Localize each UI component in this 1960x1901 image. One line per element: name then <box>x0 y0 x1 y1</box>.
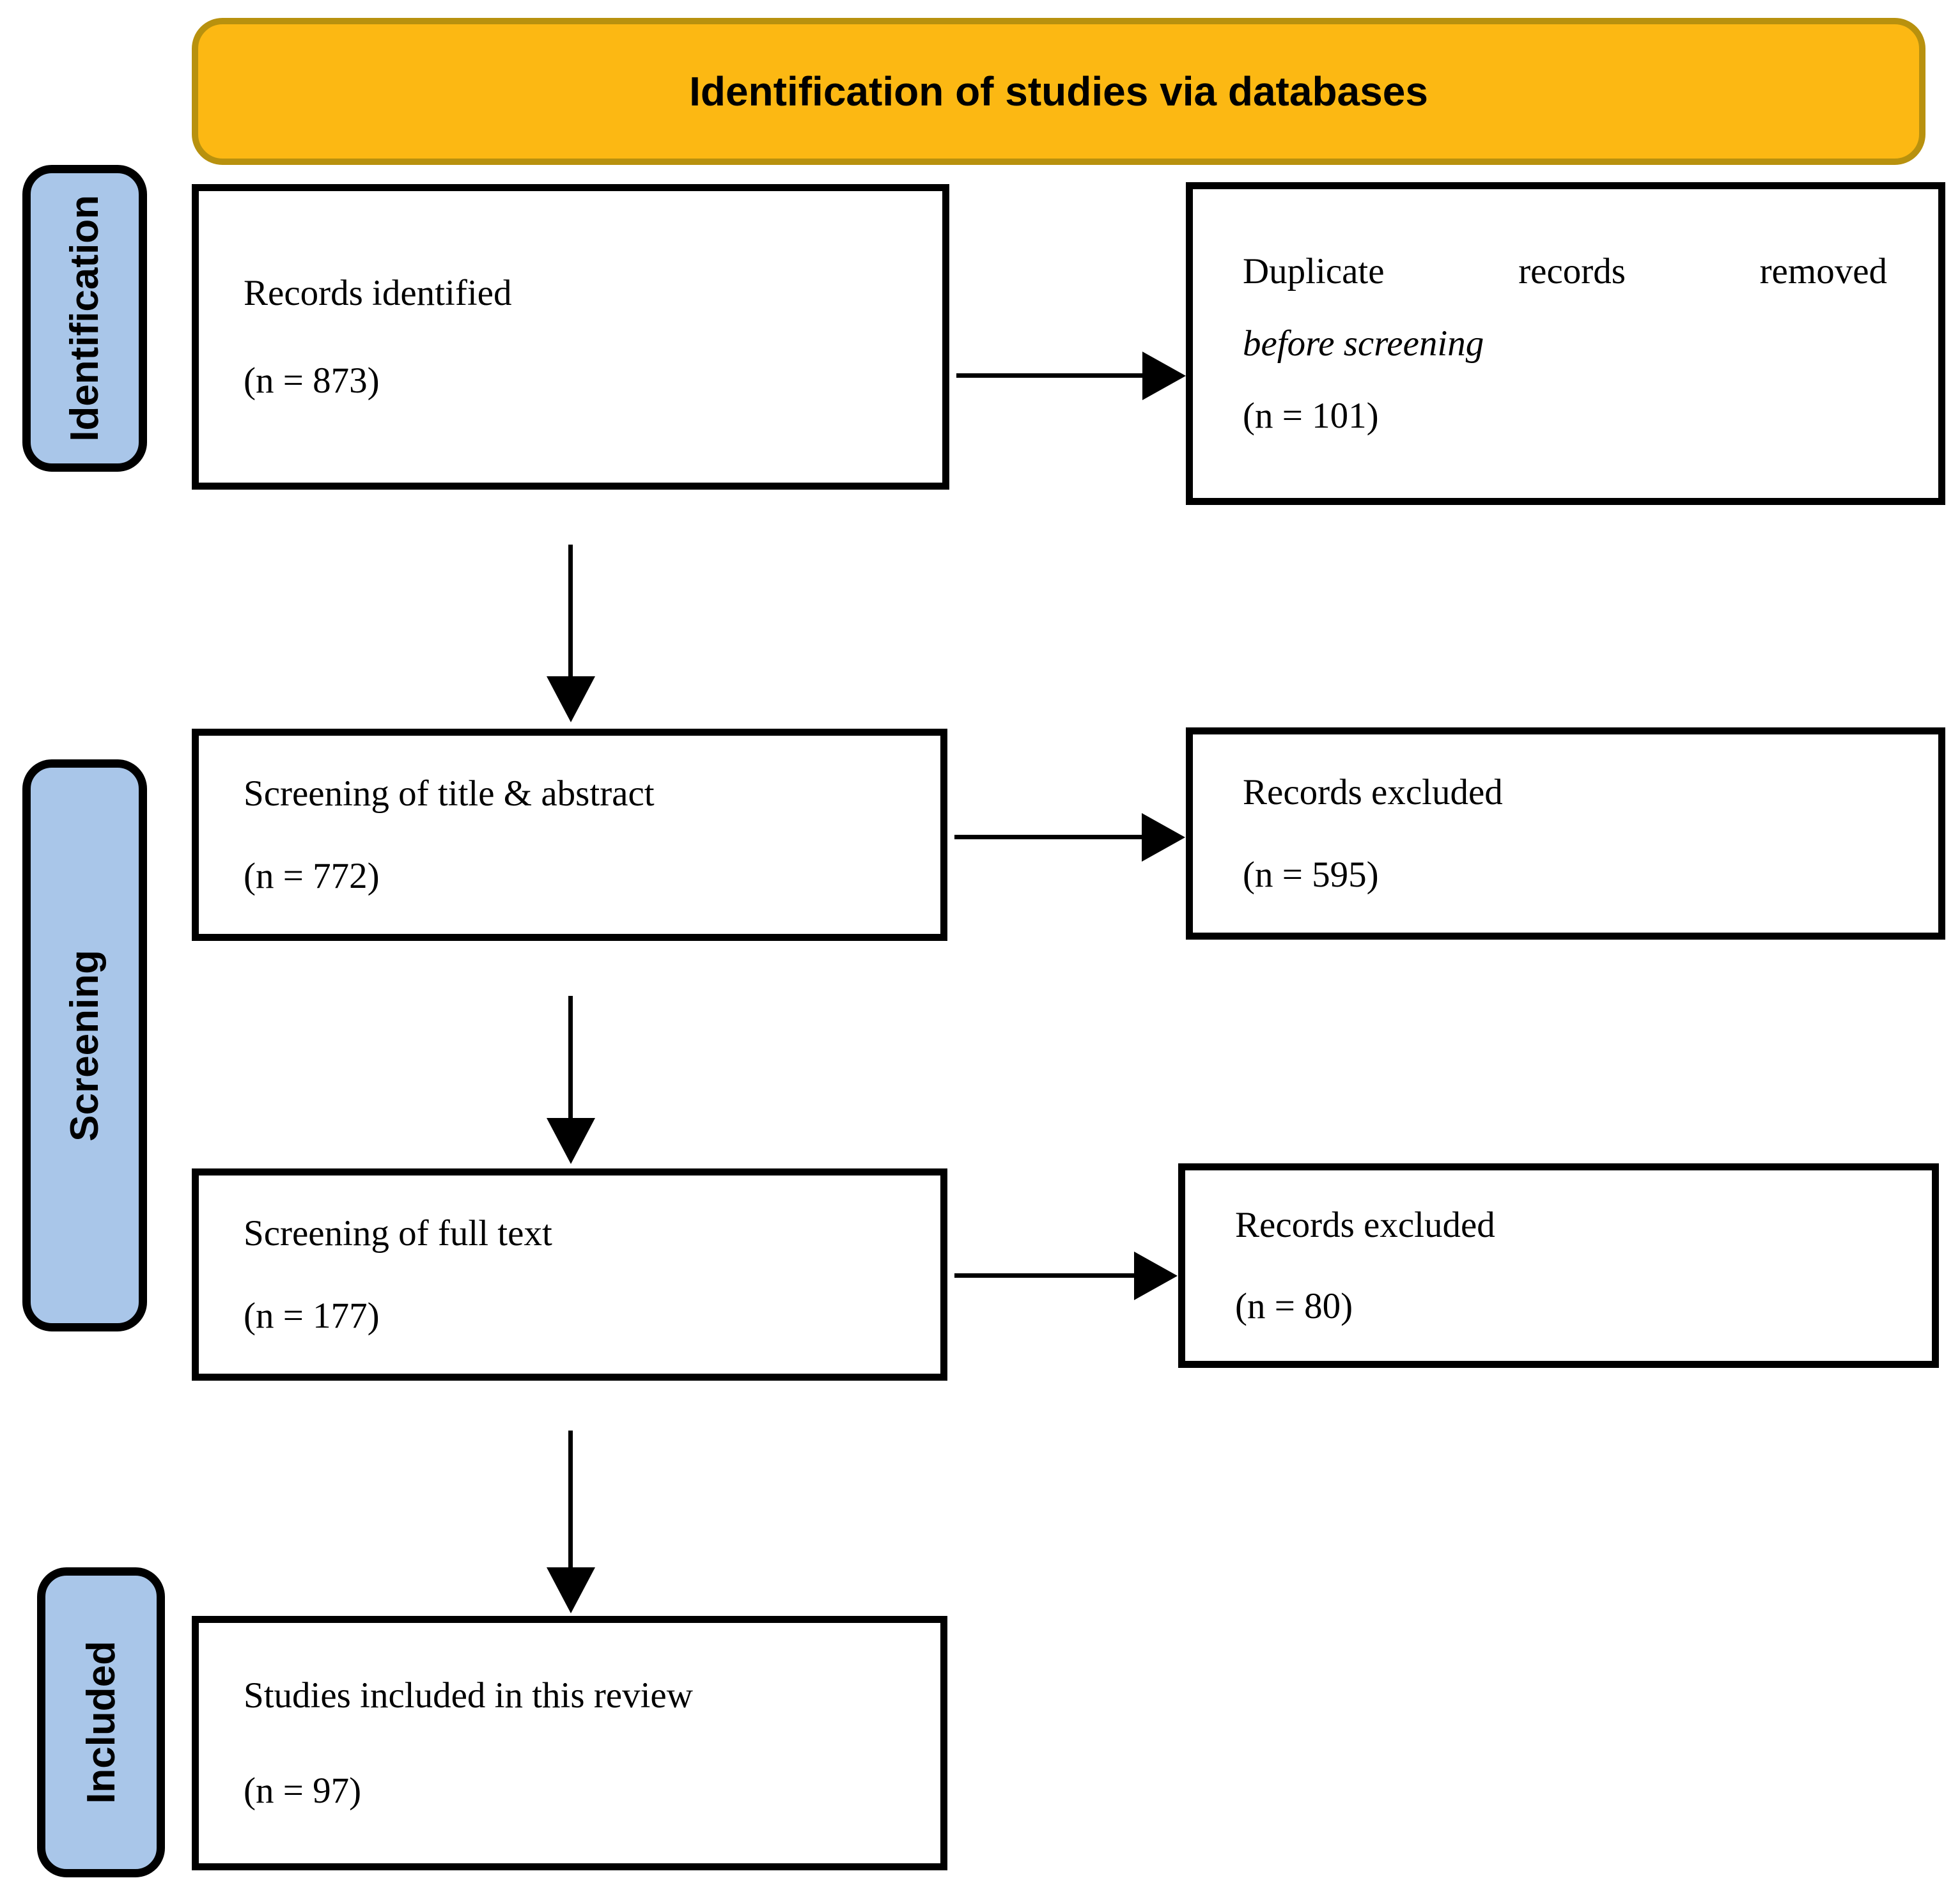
arrowhead-right-icon <box>1142 352 1186 400</box>
arrowhead-down-icon <box>547 1567 595 1613</box>
box-records-excluded-1: Records excluded (n = 595) <box>1186 727 1945 940</box>
box-records-excluded-1-count: (n = 595) <box>1243 855 1379 895</box>
box-screening-full-text-count: (n = 177) <box>244 1296 380 1336</box>
box-records-identified-label: Records identified <box>244 273 512 314</box>
box-duplicates-removed-count: (n = 101) <box>1243 396 1379 437</box>
arrow-stem <box>568 996 573 1121</box>
box-studies-included-count: (n = 97) <box>244 1771 362 1811</box>
stage-label-screening: Screening <box>22 759 147 1331</box>
arrowhead-right-icon <box>1134 1252 1178 1300</box>
box-screening-title-abstract: Screening of title & abstract (n = 772) <box>192 729 947 941</box>
box-records-excluded-2-count: (n = 80) <box>1235 1285 1353 1326</box>
arrowhead-down-icon <box>547 676 595 722</box>
box-records-excluded-2: Records excluded (n = 80) <box>1178 1163 1939 1368</box>
box-duplicates-removed: Duplicate records removed before screeni… <box>1186 182 1945 505</box>
arrow-stem <box>954 1273 1137 1278</box>
box-screening-title-abstract-label: Screening of title & abstract <box>244 773 655 814</box>
stage-label-identification: Identification <box>22 165 147 472</box>
box-duplicates-removed-label: Duplicate records removed <box>1243 251 1887 291</box>
stage-label-included: Included <box>37 1567 165 1877</box>
arrow-stem <box>568 545 573 679</box>
stage-label-identification-text: Identification <box>63 195 107 442</box>
box-records-identified: Records identified (n = 873) <box>192 184 949 490</box>
box-records-identified-count: (n = 873) <box>244 360 380 401</box>
box-screening-title-abstract-count: (n = 772) <box>244 856 380 896</box>
box-studies-included: Studies included in this review (n = 97) <box>192 1616 947 1870</box>
stage-label-screening-text: Screening <box>63 949 107 1142</box>
arrow-stem <box>956 373 1145 378</box>
box-screening-full-text-label: Screening of full text <box>244 1213 552 1253</box>
arrowhead-down-icon <box>547 1118 595 1164</box>
arrow-stem <box>568 1431 573 1570</box>
stage-label-included-text: Included <box>79 1641 123 1804</box>
box-screening-full-text: Screening of full text (n = 177) <box>192 1168 947 1381</box>
arrowhead-right-icon <box>1142 813 1185 862</box>
arrow-stem <box>954 835 1144 839</box>
box-studies-included-label: Studies included in this review <box>244 1675 693 1716</box>
box-records-excluded-2-label: Records excluded <box>1235 1205 1495 1246</box>
box-records-excluded-1-label: Records excluded <box>1243 772 1503 812</box>
banner-title: Identification of studies via databases <box>689 68 1428 114</box>
banner: Identification of studies via databases <box>192 18 1925 165</box>
box-duplicates-removed-sublabel: before screening <box>1243 323 1484 364</box>
